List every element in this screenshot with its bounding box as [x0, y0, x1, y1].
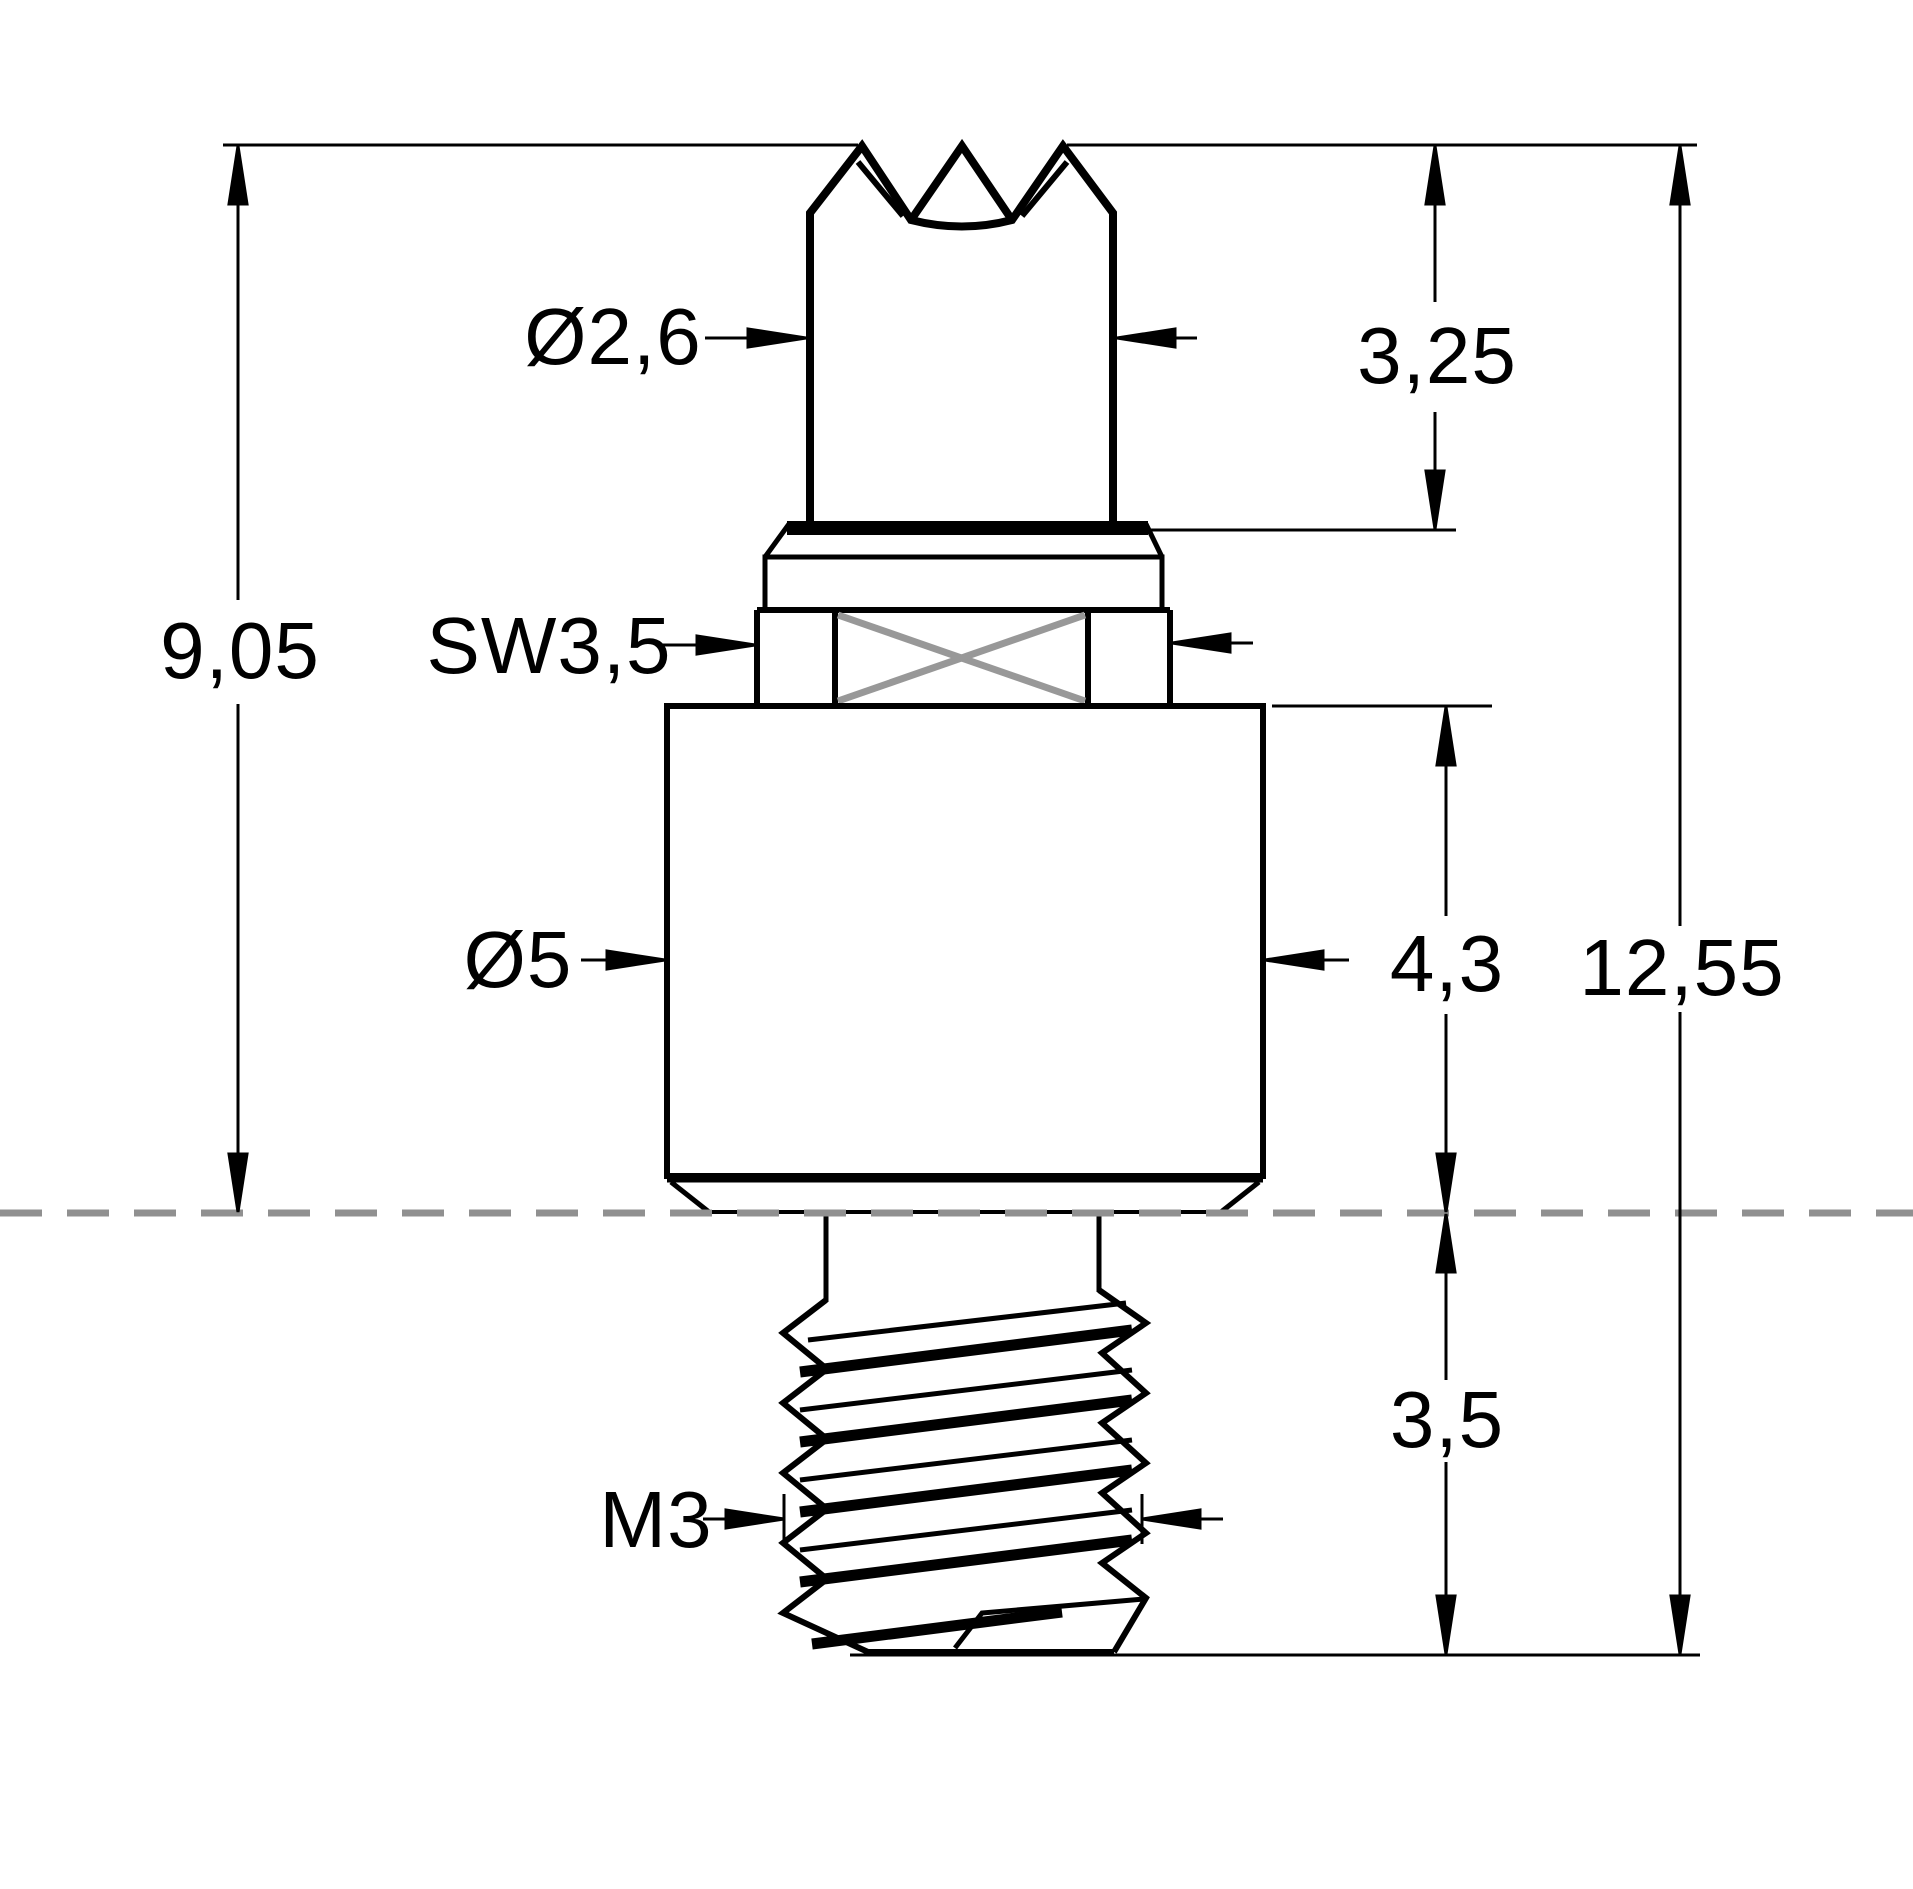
dim-12-55-arrow-down: [1669, 1594, 1691, 1655]
label-upper-length: 9,05: [160, 606, 320, 695]
label-thread-length: 3,5: [1389, 1375, 1505, 1464]
thread-crest-thick-4: [799, 1534, 1133, 1588]
thread-crest-thick-1: [799, 1324, 1133, 1378]
dim-4-3-arrow-up: [1435, 706, 1457, 767]
thread-crest-thin-1: [807, 1300, 1127, 1343]
flange-chamfer-left: [762, 522, 792, 559]
dim-4-3-arrow-down: [1435, 1152, 1457, 1213]
hex-cross-diagonal-2: [836, 611, 1087, 705]
leader-arrows: [581, 327, 1349, 1544]
flange-chamfer-right: [1143, 522, 1165, 559]
probe-outline: [664, 138, 1266, 1655]
leader-m3-right-arrow: [1141, 1508, 1202, 1530]
dim-3-5-arrow-down: [1435, 1594, 1457, 1655]
barrel-chamfer-left: [669, 1180, 711, 1214]
label-overall-length: 12,55: [1579, 923, 1785, 1012]
vertical-dimensions: [227, 145, 1691, 1655]
thread-right-profile: [1096, 1287, 1152, 1654]
label-thread-spec: M3: [599, 1475, 713, 1564]
label-tip-diameter: Ø2,6: [524, 292, 702, 381]
collar-body: [762, 554, 1165, 613]
thread-crest-thin-4: [799, 1507, 1133, 1553]
label-wrench-size: SW3,5: [426, 601, 672, 690]
dim-9-05-arrow-up: [227, 145, 249, 206]
barrel-chamfer-right: [1219, 1180, 1261, 1214]
thread-crest-thin-2: [799, 1367, 1133, 1413]
dim-3-25-arrow-down: [1424, 469, 1446, 530]
dim-3-5-arrow-up: [1435, 1213, 1457, 1274]
thread-left-profile: [777, 1297, 1114, 1655]
label-body-diameter: Ø5: [463, 915, 573, 1004]
crown-middle-point: [907, 138, 1016, 223]
dim-3-25-arrow-up: [1424, 145, 1446, 206]
leader-5-left-arrow: [605, 949, 666, 971]
dim-12-55-arrow-up: [1669, 145, 1691, 206]
leader-2-6-left-arrow: [746, 327, 807, 349]
dim-9-05-arrow-down: [227, 1152, 249, 1213]
leader-5-right-arrow: [1264, 949, 1325, 971]
leader-sw-left-arrow: [695, 634, 756, 656]
leader-2-6-right-arrow: [1116, 327, 1177, 349]
thread-crest-thick-5: [811, 1606, 1063, 1650]
leader-sw-right-arrow: [1171, 632, 1232, 654]
leader-m3-left-arrow: [724, 1508, 785, 1530]
crown-left-facet-line: [855, 160, 906, 218]
thread-runout-line: [953, 1596, 1145, 1650]
thread-crest-thick-2: [799, 1394, 1133, 1448]
label-tip-length: 3,25: [1357, 311, 1517, 400]
thread-crest-lines: [799, 1300, 1133, 1650]
thread-crest-thin-3: [799, 1437, 1133, 1483]
thread-crest-thick-3: [799, 1464, 1133, 1518]
crown-shaft-outline: [806, 139, 1117, 523]
barrel-body: [664, 703, 1266, 1179]
crown-right-facet-line: [1019, 160, 1070, 218]
label-body-length: 4,3: [1389, 919, 1505, 1008]
